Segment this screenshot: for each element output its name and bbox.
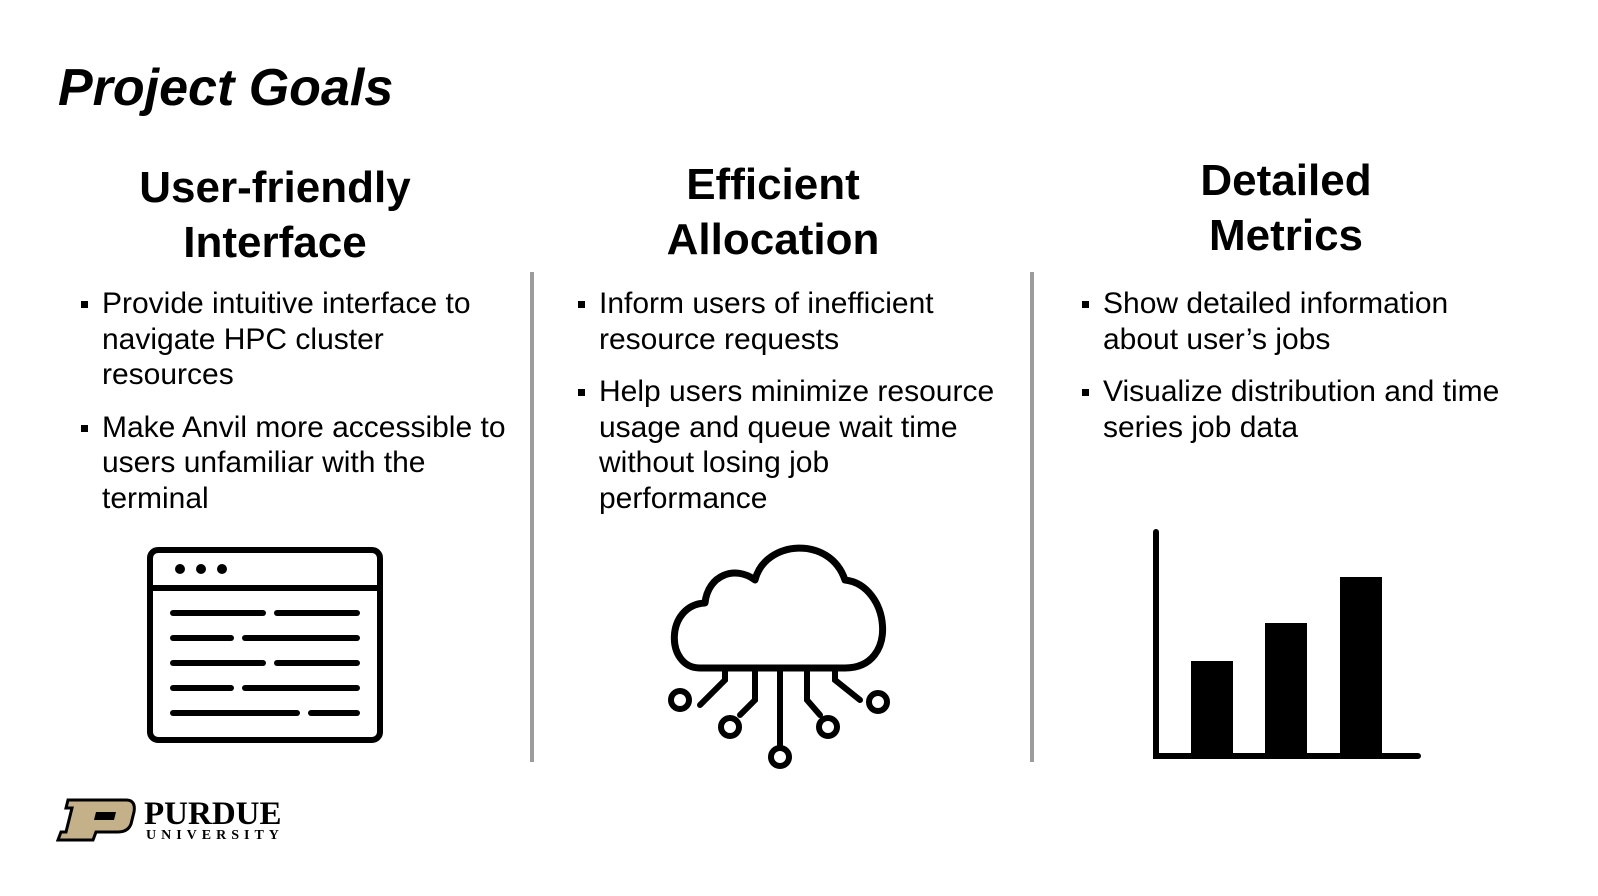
bullet-item: Visualize distribution and time series j…: [1082, 374, 1502, 445]
bullet-list: Inform users of inefficient resource req…: [578, 286, 998, 533]
slide-title: Project Goals: [58, 59, 394, 117]
bullet-item: Help users minimize resource usage and q…: [578, 374, 998, 516]
bullet-item: Inform users of inefficient resource req…: [578, 286, 998, 357]
bullet-item: Show detailed information about user’s j…: [1082, 286, 1502, 357]
purdue-p-mark-icon: [55, 798, 136, 842]
bullet-list: Provide intuitive interface to navigate …: [81, 286, 521, 533]
browser-window-icon: [147, 547, 383, 743]
bullet-item: Provide intuitive interface to navigate …: [81, 286, 521, 393]
bullet-list: Show detailed information about user’s j…: [1082, 286, 1502, 462]
bullet-item: Make Anvil more accessible to users unfa…: [81, 410, 521, 517]
logo-wordmark: PURDUE: [144, 796, 282, 832]
column-divider: [530, 272, 534, 762]
column-divider: [1030, 272, 1034, 762]
bar-chart-icon: [1153, 529, 1421, 759]
cloud-network-icon: [668, 544, 890, 769]
logo-subtitle: UNIVERSITY: [146, 828, 284, 843]
purdue-logo: PURDUE UNIVERSITY: [55, 796, 282, 847]
